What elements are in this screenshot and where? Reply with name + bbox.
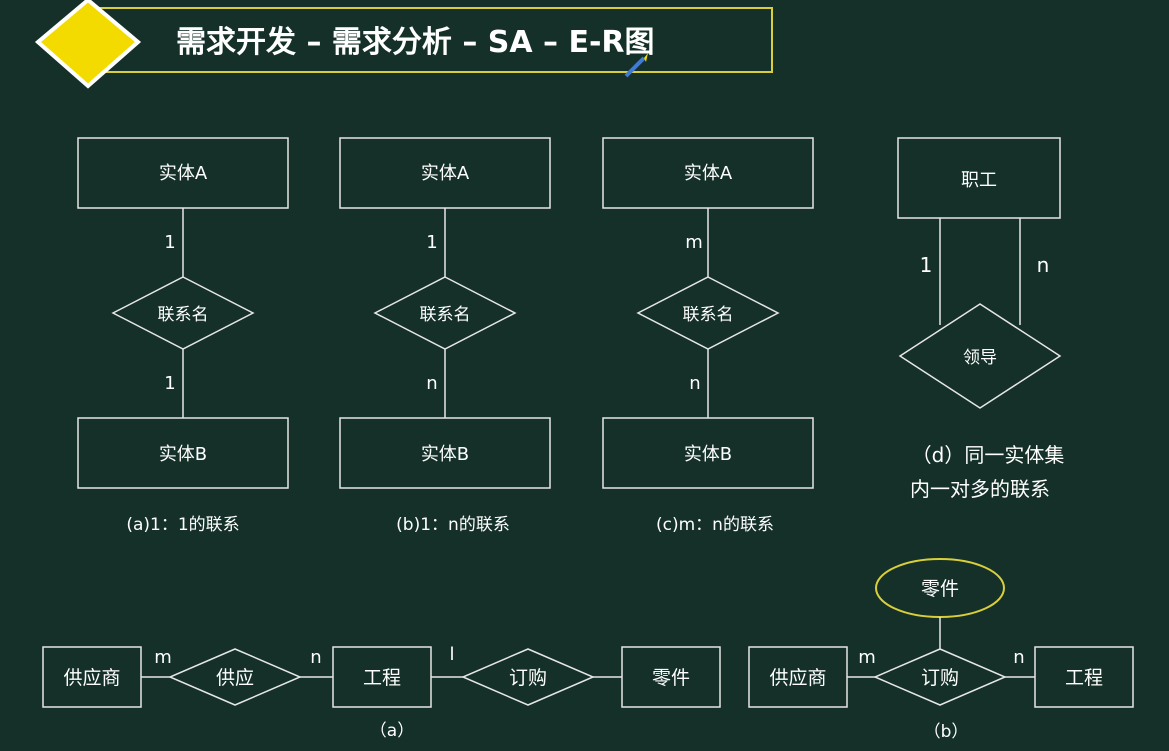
cardinality-label: 1	[164, 232, 175, 253]
diagram-caption: （a）	[370, 721, 414, 741]
entity-label: 实体A	[684, 163, 733, 184]
relationship-label: 订购	[509, 667, 547, 689]
cardinality-label: m	[154, 647, 172, 668]
entity-label: 供应商	[63, 667, 120, 689]
entity-label: 职工	[961, 170, 997, 191]
entity-label: 实体B	[159, 444, 207, 465]
relationship-diamond	[873, 648, 1007, 706]
diagram-caption: （b）	[924, 722, 969, 742]
bottom-diagram-a: 供应商 m 供应 n 工程 l 订购 零件 （a）	[42, 644, 721, 741]
relationship-diamond	[461, 648, 595, 706]
relationship-label: 领导	[963, 348, 997, 368]
cardinality-label: n	[1013, 647, 1024, 668]
diagram-a: 实体A 1 联系名 1 实体B (a)1：1的联系	[77, 137, 289, 535]
entity-box	[897, 137, 1061, 219]
relationship-label: 联系名	[683, 305, 734, 325]
relationship-label: 联系名	[158, 305, 209, 325]
diagram-caption: (a)1：1的联系	[126, 515, 239, 535]
bottom-diagram-b: 零件 供应商 m 订购 n 工程 （b）	[748, 558, 1134, 742]
entity-label: 实体B	[684, 444, 732, 465]
entity-label: 工程	[363, 667, 401, 689]
diagram-caption: (b)1：n的联系	[396, 515, 510, 535]
entity-label: 实体B	[421, 444, 469, 465]
relationship-diamond	[168, 648, 302, 706]
diagram-caption-line1: （d）同一实体集	[912, 443, 1065, 467]
diagram-d: 职工 1 n 领导 （d）同一实体集 内一对多的联系	[897, 137, 1065, 501]
entity-box	[1034, 646, 1134, 708]
diagram-b: 实体A 1 联系名 n 实体B (b)1：n的联系	[339, 137, 551, 535]
entity-box	[77, 417, 289, 489]
entity-label: 实体A	[421, 163, 470, 184]
entity-box	[621, 646, 721, 708]
cardinality-label: l	[449, 644, 454, 665]
cardinality-label: 1	[164, 373, 175, 394]
diagram-caption-line2: 内一对多的联系	[910, 477, 1050, 501]
entity-label: 实体A	[159, 163, 208, 184]
entity-box	[602, 417, 814, 489]
relationship-label: 订购	[921, 667, 959, 689]
cardinality-label: 1	[426, 232, 437, 253]
entity-label: 供应商	[769, 667, 826, 689]
title-diamond-badge	[34, 0, 142, 89]
pen-cursor-icon	[624, 53, 648, 78]
relationship-label: 供应	[216, 667, 254, 689]
title-banner: 需求开发 – 需求分析 – SA – E-R图	[34, 0, 773, 89]
cardinality-label: n	[1037, 253, 1050, 277]
entity-label: 零件	[652, 667, 690, 689]
entity-label: 零件	[921, 578, 959, 600]
entity-label: 工程	[1065, 667, 1103, 689]
relationship-label: 联系名	[420, 305, 471, 325]
relationship-diamond	[898, 303, 1062, 409]
cardinality-label: m	[685, 232, 703, 253]
cardinality-label: n	[310, 647, 321, 668]
cardinality-label: m	[858, 647, 876, 668]
page-title: 需求开发 – 需求分析 – SA – E-R图	[176, 25, 655, 60]
diagram-caption: (c)m：n的联系	[656, 515, 774, 535]
cardinality-label: 1	[920, 253, 933, 277]
cardinality-label: n	[689, 373, 700, 394]
entity-box	[339, 417, 551, 489]
cardinality-label: n	[426, 373, 437, 394]
diagram-c: 实体A m 联系名 n 实体B (c)m：n的联系	[602, 137, 814, 535]
